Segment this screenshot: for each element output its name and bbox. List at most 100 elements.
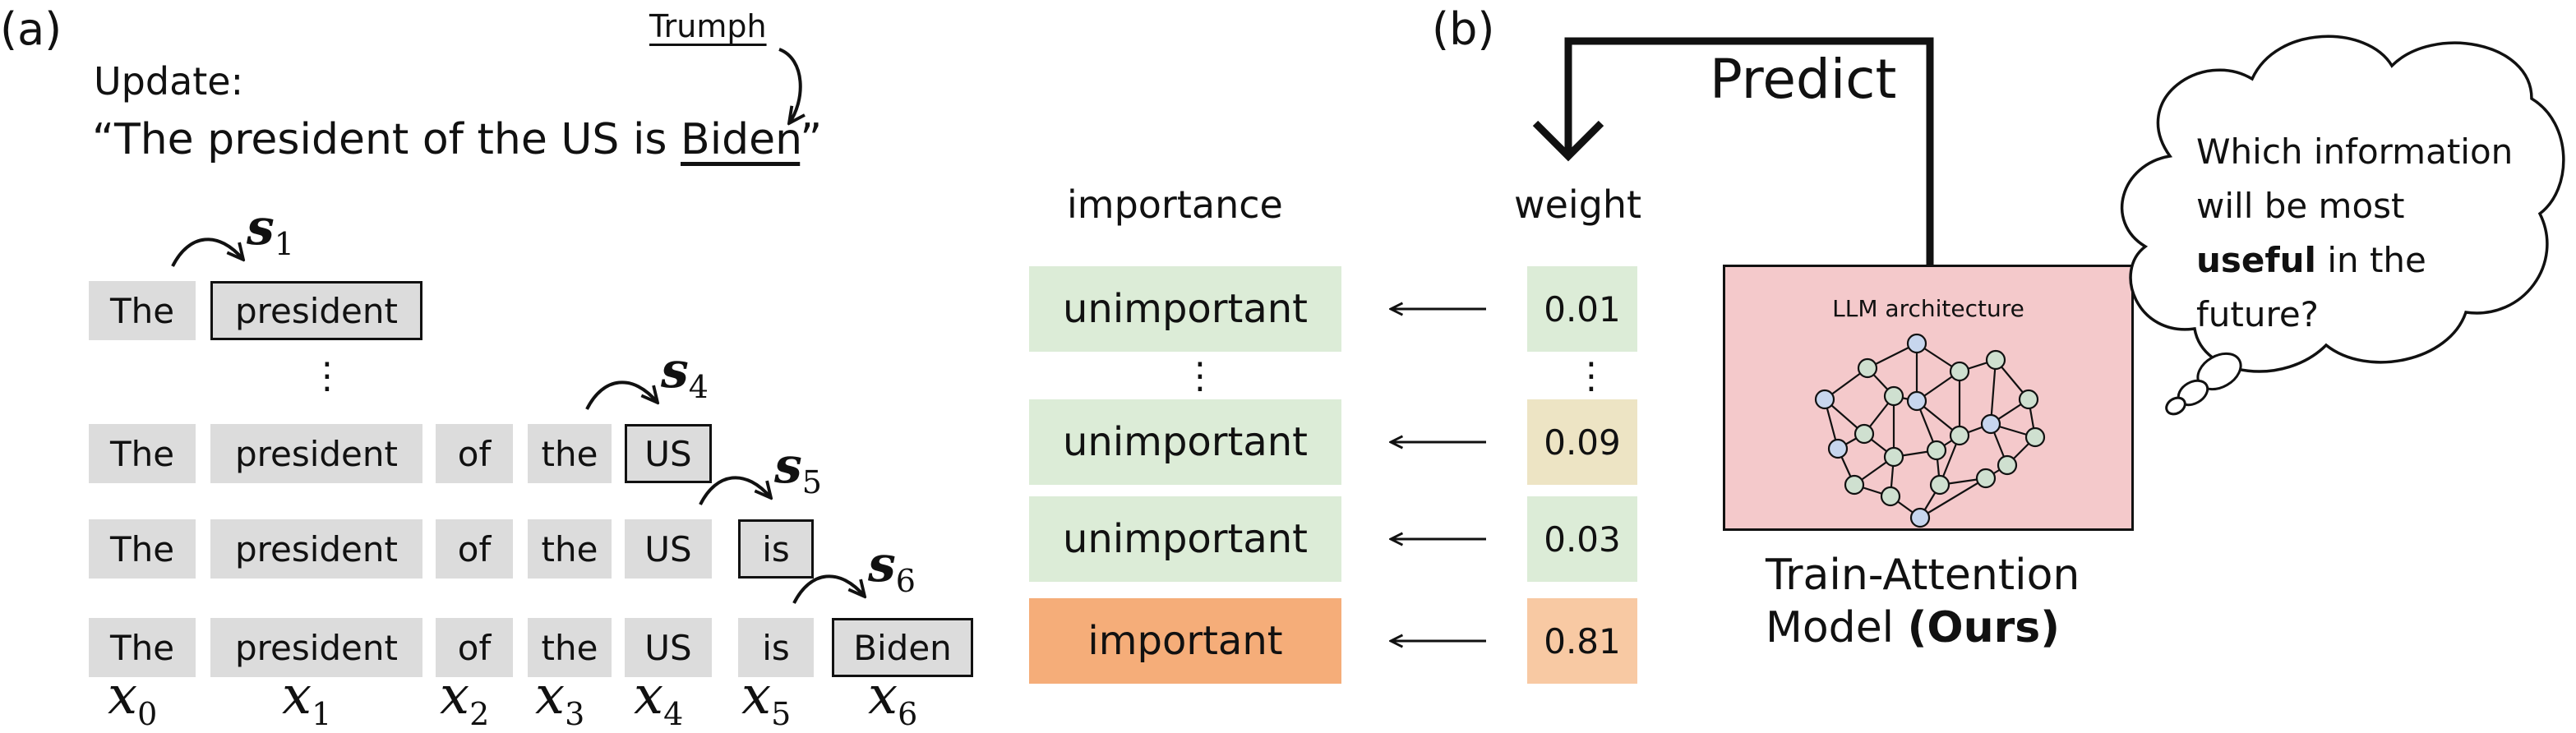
x-var: x (634, 666, 664, 726)
update-sentence: “The president of the US is Biden” (92, 115, 822, 164)
thought-line4: future? (2196, 294, 2319, 334)
weight-cell: 0.81 (1527, 598, 1637, 684)
token: The (89, 519, 196, 579)
step-label: s5 (774, 437, 822, 500)
token: of (436, 519, 513, 579)
importance-header: importance (1067, 182, 1283, 227)
network-node (1827, 438, 1849, 459)
token: president (210, 519, 422, 579)
weight-vdots: ⋮ (1573, 355, 1609, 397)
model-line1: Train-Attention (1766, 551, 2080, 600)
predict-arrow-line (1564, 37, 1934, 265)
replacement-word: Trumph (649, 8, 767, 44)
x-label: x0 (108, 666, 157, 732)
token: The (89, 618, 196, 677)
network-node (1906, 390, 1927, 412)
importance-cell: important (1029, 598, 1341, 684)
model-line2-text: Model (1766, 603, 1908, 652)
token: The (89, 424, 196, 483)
network-node (1814, 389, 1835, 410)
x-var: x (741, 666, 772, 726)
thought-line2: will be most (2196, 186, 2405, 226)
step-label: s4 (661, 342, 709, 405)
token: The (89, 281, 196, 340)
step-symbol: s (774, 437, 802, 495)
sentence-start: “The president of the US is (92, 115, 681, 164)
importance-cell: unimportant (1029, 399, 1341, 485)
token-highlighted: Biden (832, 618, 973, 677)
importance-cell: unimportant (1029, 266, 1341, 352)
llm-box: LLM architecture (1723, 265, 2134, 531)
x-label: x5 (741, 666, 791, 732)
x-var: x (440, 666, 470, 726)
network-edge (1989, 359, 1997, 425)
x-index: 2 (469, 695, 490, 732)
weight-cell: 0.01 (1527, 266, 1637, 352)
x-index: 3 (565, 695, 585, 732)
token: of (436, 618, 513, 677)
step-index: 4 (688, 369, 709, 405)
token: is (738, 618, 814, 677)
token: the (528, 618, 612, 677)
x-index: 6 (898, 695, 918, 732)
x-label: x1 (282, 666, 331, 732)
x-label: x4 (634, 666, 683, 732)
importance-vdots: ⋮ (1182, 355, 1218, 397)
x-var: x (108, 666, 138, 726)
x-label: x6 (868, 666, 917, 732)
panel-b-label: (b) (1432, 3, 1495, 55)
network-node (1844, 474, 1865, 496)
thought-cloud (2121, 35, 2565, 373)
token: US (625, 519, 712, 579)
x-var: x (282, 666, 312, 726)
thought-line3-rest: in the (2315, 240, 2426, 280)
update-label: Update: (94, 59, 244, 104)
step-label: s6 (868, 536, 916, 599)
network-node (1997, 454, 2018, 476)
network-node (1880, 486, 1901, 507)
weight-header: weight (1514, 182, 1642, 227)
step-index: 5 (801, 464, 822, 500)
network-node (1883, 446, 1904, 468)
network-node (1909, 507, 1931, 528)
thought-text: Which information will be most useful in… (2196, 125, 2513, 342)
step-index: 6 (895, 563, 916, 599)
importance-cell: unimportant (1029, 496, 1341, 582)
step-index: 1 (274, 226, 294, 262)
step-symbol: s (661, 342, 689, 399)
panel-a-label: (a) (0, 3, 62, 55)
token: president (210, 424, 422, 483)
llm-title: LLM architecture (1832, 295, 2024, 322)
x-label: x2 (440, 666, 489, 732)
model-ours: (Ours) (1907, 603, 2061, 652)
token-highlighted: US (625, 424, 712, 483)
thought-bubble-small (2165, 396, 2186, 416)
tokens-vdots: ⋮ (309, 355, 345, 397)
weight-cell: 0.03 (1527, 496, 1637, 582)
weight-cell: 0.09 (1527, 399, 1637, 485)
x-index: 4 (663, 695, 684, 732)
network-node (1926, 440, 1947, 461)
network-node (1929, 474, 1950, 496)
x-var: x (868, 666, 898, 726)
network-edge (1919, 477, 1987, 519)
x-index: 0 (137, 695, 158, 732)
network-node (1949, 361, 1970, 382)
network-node (2018, 389, 2039, 410)
step-arrow (699, 476, 771, 505)
network-node (1883, 385, 1904, 407)
network-node (1980, 413, 2001, 435)
x-label: x3 (535, 666, 584, 732)
x-index: 1 (312, 695, 332, 732)
x-index: 5 (771, 695, 792, 732)
step-arrow (585, 380, 658, 410)
network-node (2024, 426, 2046, 448)
step-symbol: s (247, 199, 275, 256)
thought-bold: useful (2196, 240, 2316, 280)
x-var: x (535, 666, 566, 726)
network-node (1985, 349, 2006, 371)
step-arrow (792, 574, 865, 604)
